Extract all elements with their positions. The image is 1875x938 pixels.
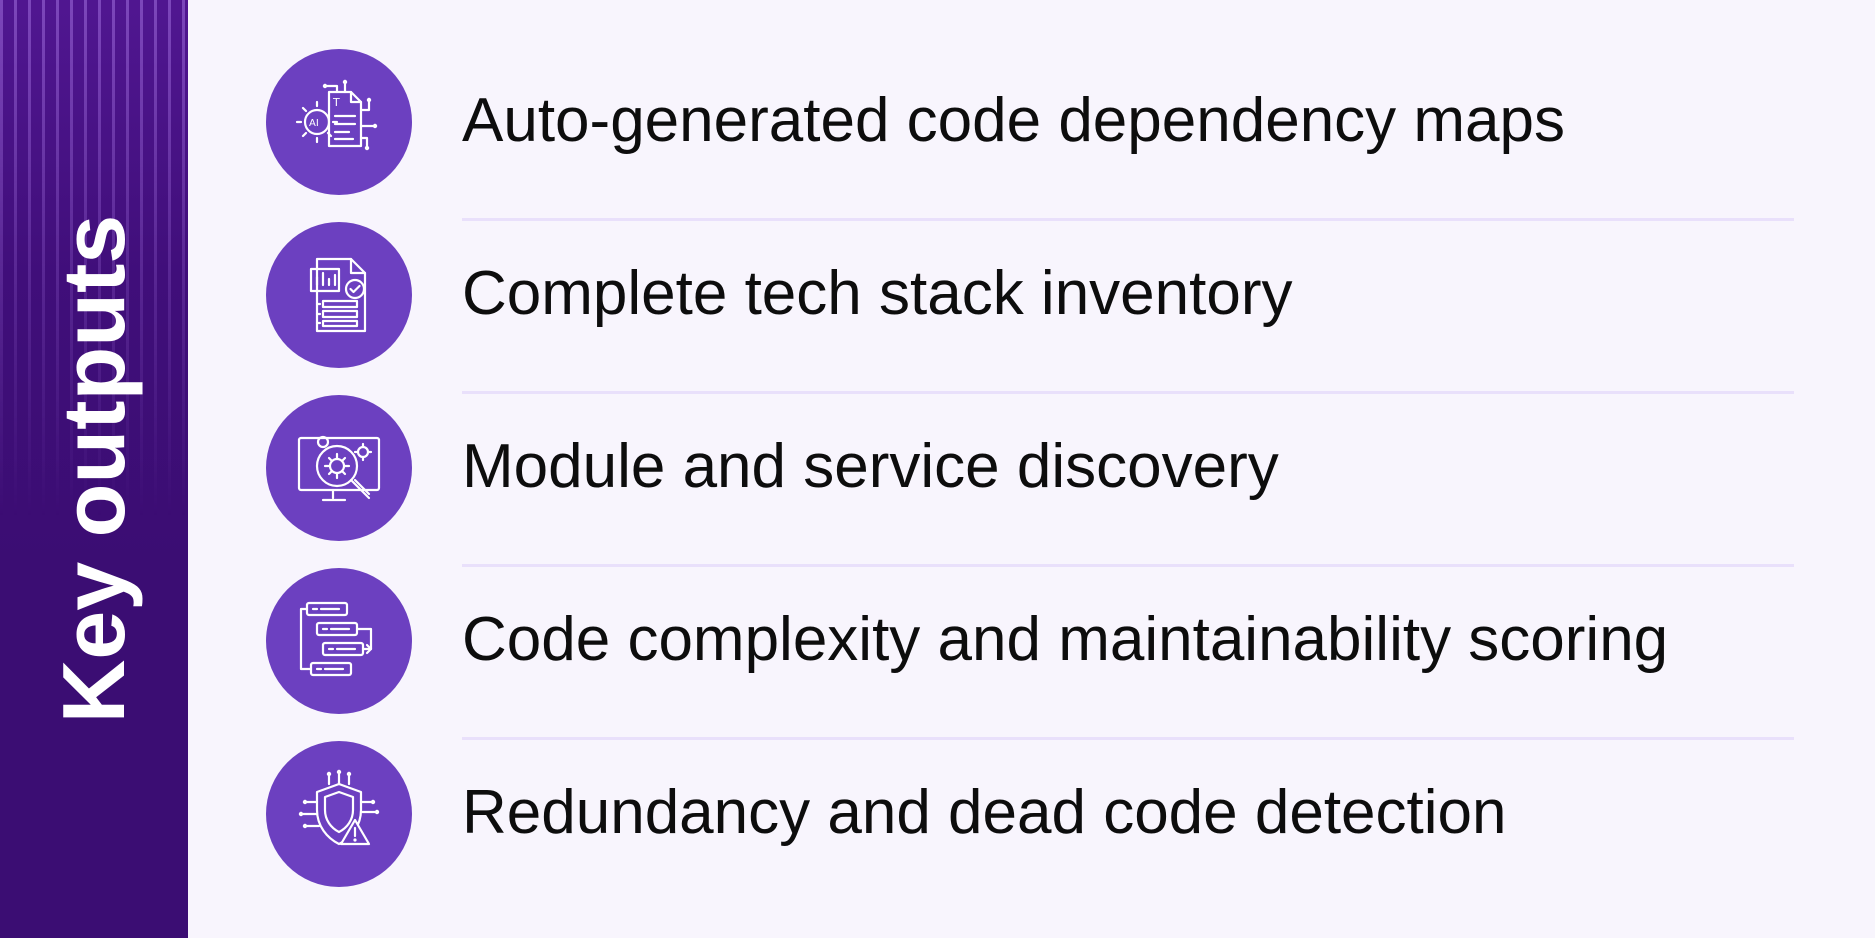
divider <box>462 391 1794 394</box>
shield-warning-circuit-icon <box>266 741 412 887</box>
stacked-code-blocks-icon <box>266 568 412 714</box>
item-label: Redundancy and dead code detection <box>462 778 1507 847</box>
outputs-list: AI T Auto-generated code <box>264 48 1794 913</box>
ai-document-circuit-icon: AI T <box>266 49 412 195</box>
list-item: Complete tech stack inventory <box>264 221 1794 394</box>
divider <box>462 737 1794 740</box>
sidebar-stripes <box>0 0 188 938</box>
list-item: Redundancy and dead code detection <box>264 740 1794 913</box>
checked-report-document-icon <box>266 222 412 368</box>
svg-text:T: T <box>332 96 340 109</box>
divider <box>462 218 1794 221</box>
divider <box>462 564 1794 567</box>
item-label: Complete tech stack inventory <box>462 259 1293 328</box>
list-item: AI T Auto-generated code <box>264 48 1794 221</box>
list-item: Code complexity and maintainability scor… <box>264 567 1794 740</box>
sidebar-title: Key outputs <box>44 214 143 724</box>
item-label: Auto-generated code dependency maps <box>462 86 1566 155</box>
item-label: Module and service discovery <box>462 432 1279 501</box>
item-label: Code complexity and maintainability scor… <box>462 605 1669 674</box>
sidebar: Key outputs <box>0 0 188 938</box>
svg-text:AI: AI <box>309 118 319 129</box>
gear-magnifier-monitor-icon <box>266 395 412 541</box>
list-item: Module and service discovery <box>264 394 1794 567</box>
